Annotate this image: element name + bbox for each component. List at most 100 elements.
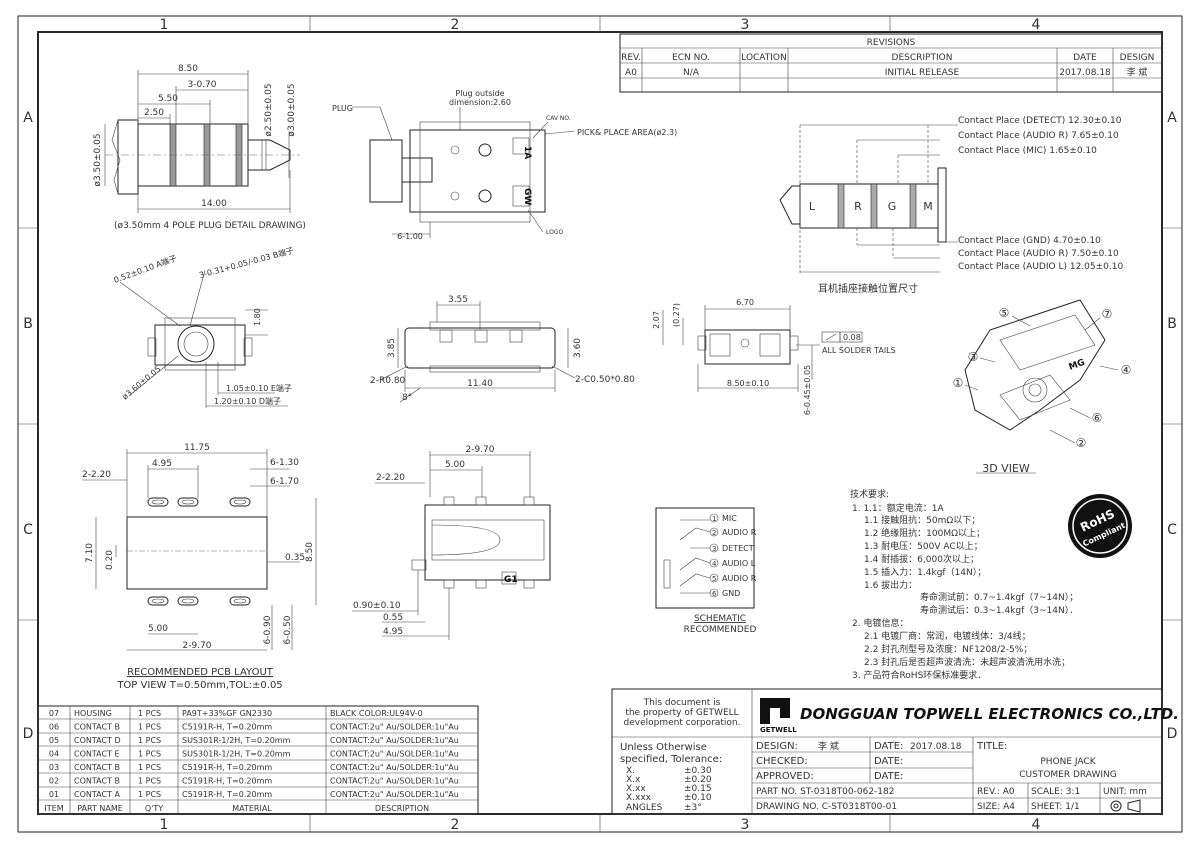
bom-cell-1-0: 06 — [49, 723, 59, 732]
row-label-d: D — [23, 726, 34, 742]
jack-side-view: 3.55 3.85 3.60 2-R0.80 11.40 2-C0.50*0.8… — [370, 295, 635, 403]
req-line-6: 1.5 插入力：1.4kgf（14N）； — [864, 566, 986, 578]
balloon-4: ④ — [1121, 363, 1132, 377]
pcb-dim-width: 11.75 — [184, 443, 210, 453]
bom-cell-6-2: 1 PCS — [138, 790, 161, 799]
plug-label: PLUG — [332, 104, 353, 113]
row-label-a-right: A — [1167, 110, 1177, 126]
pad-mark: G1 — [504, 575, 518, 585]
schematic-pin-1-number: 1 — [712, 515, 716, 523]
bom-cell-0-1: HOUSING — [74, 709, 112, 718]
pcb-dim-pad-len: 6-1.30 — [270, 458, 299, 468]
pad-dim-gap: 0.55 — [383, 613, 403, 623]
front-dim-height: 1.80 — [253, 308, 262, 326]
approved-label: APPROVED: — [756, 771, 814, 782]
side-dim-top: 3.55 — [448, 295, 468, 305]
schematic-pin-2-label: AUDIO R — [722, 528, 757, 537]
bom-cell-3-1: CONTACT E — [74, 750, 120, 759]
pad-dim-span: 2-9.70 — [465, 445, 494, 455]
balloon-6: ⑥ — [1092, 411, 1103, 425]
schematic-pin-6-number: 6 — [712, 590, 717, 598]
checked-label: CHECKED: — [756, 756, 808, 767]
revisions-table: REVISIONS REV. ECN NO. LOCATION DESCRIPT… — [619, 33, 1163, 93]
bom-cell-5-0: 02 — [49, 777, 59, 786]
grid-ticks — [18, 16, 1182, 832]
design-value: 李 斌 — [818, 740, 839, 752]
sheet-value: SHEET: 1/1 — [1031, 802, 1080, 812]
bom-cell-2-2: 1 PCS — [138, 736, 161, 745]
bom-cell-1-2: 1 PCS — [138, 723, 161, 732]
pcb-dim-body: 7.10 — [85, 543, 95, 563]
bom-cell-2-4: CONTACT:2u" Au/SOLDER:1u"Au — [330, 736, 459, 745]
pitch-dim: 6-1.00 — [397, 232, 423, 241]
pick-place-label: PICK& PLACE AREA(ø2.3) — [577, 128, 677, 137]
rev-header-location: LOCATION — [741, 53, 787, 63]
side-dim-chamfer: 2-C0.50*0.80 — [575, 375, 635, 385]
pcb-dim-pad-slot: 6-1.70 — [270, 477, 299, 487]
design-label: DESIGN: — [756, 741, 798, 752]
pcb-dim-edge: 2-2.20 — [82, 470, 111, 480]
jack-mark-gw: GW — [522, 188, 532, 205]
contact-audio-r-lower: Contact Place (AUDIO R) 7.50±0.10 — [958, 249, 1119, 259]
rev-value: REV.: A0 — [977, 787, 1015, 797]
bom-cell-4-1: CONTACT B — [74, 763, 120, 772]
date-label-approved: DATE: — [874, 771, 903, 782]
pcb-pads — [147, 497, 251, 606]
side-dim-right-height: 3.60 — [573, 338, 583, 358]
col-label-3: 3 — [741, 17, 750, 33]
bom-cell-2-0: 05 — [49, 736, 59, 745]
req-line-14: 3. 产品符合RoHS环保标准要求． — [852, 669, 986, 681]
bom-cell-2-3: SUS301R-1/2H, T=0.20mm — [182, 736, 291, 745]
col-label-4: 4 — [1032, 17, 1041, 33]
pcb-layout: 11.75 4.95 6-1.30 6-1.70 2-2.20 7.10 0.2… — [82, 443, 317, 691]
row-label-d-right: D — [1167, 726, 1178, 742]
bom-cell-1-3: C5191R-H, T=0.20mm — [182, 723, 272, 732]
row-label-b: B — [23, 316, 33, 332]
req-line-12: 2.2 封孔剂型号及浓度：NF1208/2-5%； — [864, 643, 1032, 655]
contact-place-caption: 耳机插座接触位置尺寸 — [818, 282, 918, 295]
side-dim-angle: 8° — [402, 393, 412, 403]
contact-place-drawing: L R G M Contact Place (DETECT) 12.30±0.1… — [779, 116, 1123, 295]
pcb-dim-gap: 0.35 — [285, 553, 305, 563]
rev-header-rev: REV. — [621, 53, 641, 63]
bom-cell-5-3: C5191R-H, T=0.20mm — [182, 777, 272, 786]
req-line-3: 1.2 绝缘阻抗：100MΩ以上； — [864, 527, 985, 539]
end-dim-span: 8.50±0.10 — [727, 379, 769, 388]
bom-cell-0-0: 07 — [49, 709, 59, 718]
title-block: This document is the property of GETWELL… — [611, 688, 1179, 815]
pad-dim-tail: 0.90±0.10 — [353, 601, 401, 611]
tol-value-0: ±0.30 — [684, 766, 712, 776]
tol-value-2: ±0.15 — [684, 784, 712, 794]
rev-cell-design: 李 斌 — [1127, 66, 1148, 78]
row-label-b-right: B — [1167, 316, 1177, 332]
projection-symbol-icon — [1110, 799, 1141, 813]
tol-label-2: X.xx — [626, 784, 646, 794]
side-dim-radius: 2-R0.80 — [370, 376, 406, 386]
row-label-a: A — [23, 110, 33, 126]
balloon-1: ① — [953, 376, 964, 390]
rev-cell-date: 2017.08.18 — [1059, 68, 1111, 78]
bom-cell-4-3: C5191R-H, T=0.20mm — [182, 763, 272, 772]
bom-cell-1-4: CONTACT:2u" Au/SOLDER:1u"Au — [330, 723, 459, 732]
req-line-2: 1.1 接触阻抗：50mΩ以下； — [864, 514, 980, 526]
col-label-2-bottom: 2 — [451, 817, 460, 833]
tol-label-1: X.x — [626, 775, 641, 785]
req-title: 技术要求: — [850, 488, 889, 500]
front-dim-e-terminal: 1.05±0.10 E端子 — [226, 383, 292, 393]
cav-no-label: CAV NO. — [546, 115, 571, 122]
bom-header-item: ITEM — [44, 804, 63, 813]
pad-dim-offset: 4.95 — [383, 627, 403, 637]
bom-cell-6-3: C5191R-H, T=0.20mm — [182, 790, 272, 799]
jack-mark-1a: 1A — [522, 146, 532, 159]
pcb-dim-height: 8.50 — [305, 542, 315, 562]
row-label-c: C — [23, 522, 33, 538]
pcb-dim-pitch: 4.95 — [152, 459, 172, 469]
plug-dim-first: 2.50 — [144, 108, 164, 118]
tol-value-1: ±0.20 — [684, 775, 712, 785]
plug-dim-mid: 5.50 — [158, 94, 178, 104]
bom-cell-1-1: CONTACT B — [74, 723, 120, 732]
contact-audio-r-upper: Contact Place (AUDIO R) 7.65±0.10 — [958, 131, 1119, 141]
plug-detail-drawing: 8.50 3-0.70 5.50 2.50 14.00 ø3.50±0.05 ø… — [93, 64, 306, 231]
bom-cell-5-1: CONTACT B — [74, 777, 120, 786]
